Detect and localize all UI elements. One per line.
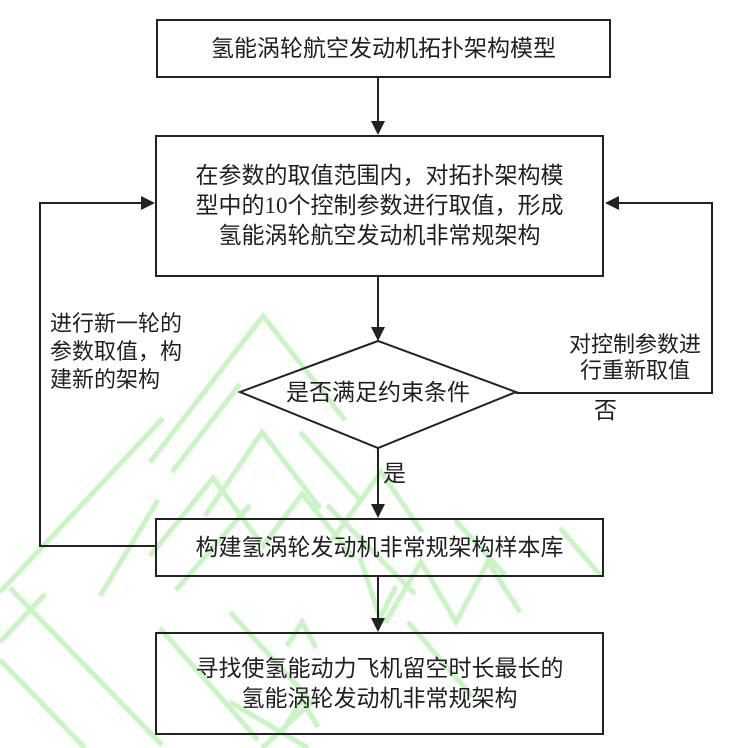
connector-left-loop [39, 202, 155, 547]
arrowhead-box2-right [605, 196, 619, 210]
node-constraint-decision-label: 是否满足约束条件 [286, 380, 470, 405]
node-topology-model: 氢能涡轮航空发动机拓扑架构模型 [156, 19, 611, 78]
node-endurance-search: 寻找使氢能动力飞机留空时长最长的 氢能涡轮发动机非常规架构 [155, 632, 604, 735]
loop-label-left: 进行新一轮的 参数取值，构 建新的架构 [50, 311, 183, 392]
arrowhead-box2-left [141, 196, 155, 210]
edge-label-yes: 是 [383, 461, 406, 486]
arrowhead-box2-top [371, 121, 385, 135]
arrowhead-box3-top [371, 504, 385, 518]
arrowhead-decision-top [371, 327, 385, 341]
connector-no-loop [516, 202, 713, 394]
arrowhead-box4-top [371, 618, 385, 632]
edge-label-no: 否 [594, 398, 617, 423]
node-parameter-sampling: 在参数的取值范围内，对拓扑架构模 型中的10个控制参数进行取值，形成 氢能涡轮航… [155, 135, 604, 277]
node-sample-library: 构建氢涡轮发动机非常规架构样本库 [155, 518, 604, 577]
loop-label-right: 对控制参数进 行重新取值 [568, 332, 701, 383]
